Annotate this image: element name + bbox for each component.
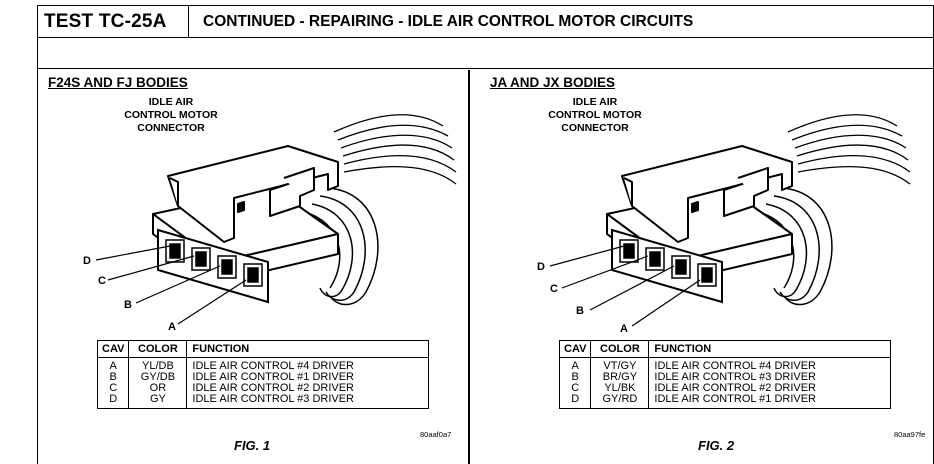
cell-color: YL/DB — [128, 357, 188, 372]
pin-cavities — [165, 239, 263, 287]
leader-lines — [95, 245, 247, 325]
pin-label-a: A — [168, 321, 176, 333]
cell-cav: C — [96, 383, 130, 394]
cell-cav: C — [558, 383, 592, 394]
header-spacer-band — [38, 39, 933, 69]
connector-drawing: D C B A — [83, 114, 457, 333]
connector-label-line: IDLE AIR — [148, 96, 194, 108]
cell-cav: B — [558, 372, 592, 383]
figure-label: FIG. 2 — [698, 438, 735, 453]
table-header-cav: CAV — [558, 340, 592, 358]
wire-loops — [303, 187, 379, 306]
cell-function: IDLE AIR CONTROL #3 DRIVER — [648, 372, 892, 383]
table-row: A YL/DB IDLE AIR CONTROL #4 DRIVER — [96, 357, 430, 372]
cell-cav: B — [96, 372, 130, 383]
cell-function: IDLE AIR CONTROL #2 DRIVER — [648, 383, 892, 394]
connector-label-line: CONNECTOR — [561, 122, 629, 134]
connector-latch — [621, 145, 793, 243]
connector-latch — [167, 145, 339, 243]
connector-label-line: CONTROL MOTOR — [548, 109, 642, 121]
pin-label-c: C — [98, 275, 106, 287]
cell-cav: A — [96, 357, 130, 372]
leader-lines — [549, 245, 701, 327]
panel-divider — [468, 70, 470, 464]
cell-function: IDLE AIR CONTROL #3 DRIVER — [186, 394, 430, 409]
pin-label-a: A — [620, 323, 628, 335]
procedure-frame: TEST TC-25A CONTINUED - REPAIRING - IDLE… — [37, 5, 934, 464]
cell-function: IDLE AIR CONTROL #4 DRIVER — [648, 357, 892, 372]
table-header-function: FUNCTION — [648, 340, 892, 358]
pin-label-c: C — [550, 283, 558, 295]
pin-labels: D C B A — [537, 261, 628, 335]
cell-cav: D — [558, 394, 592, 409]
test-id-box: TEST TC-25A — [38, 6, 189, 37]
table-row: A VT/GY IDLE AIR CONTROL #4 DRIVER — [558, 357, 892, 372]
table-row: B GY/DB IDLE AIR CONTROL #1 DRIVER — [96, 372, 430, 383]
connector-label: IDLE AIR CONTROL MOTOR CONNECTOR — [530, 96, 660, 135]
wire-bundle — [333, 114, 457, 185]
table-row: C OR IDLE AIR CONTROL #2 DRIVER — [96, 383, 430, 394]
connector-label: IDLE AIR CONTROL MOTOR CONNECTOR — [106, 96, 236, 135]
pin-label-d: D — [83, 255, 91, 267]
cell-color: GY — [128, 394, 188, 409]
table-header-function: FUNCTION — [186, 340, 430, 358]
connector-label-line: CONNECTOR — [137, 122, 205, 134]
pin-cavities — [619, 239, 717, 287]
table-header-color: COLOR — [590, 340, 650, 358]
pin-labels: D C B A — [83, 255, 176, 333]
cell-function: IDLE AIR CONTROL #1 DRIVER — [186, 372, 430, 383]
pin-label-b: B — [124, 299, 132, 311]
table-row: B BR/GY IDLE AIR CONTROL #3 DRIVER — [558, 372, 892, 383]
panel-f24s-fj: F24S AND FJ BODIES IDLE AIR CONTROL MOTO… — [38, 70, 468, 464]
connector-label-line: IDLE AIR — [572, 96, 618, 108]
header-title: CONTINUED - REPAIRING - IDLE AIR CONTROL… — [203, 13, 694, 30]
panel-title: JA AND JX BODIES — [490, 75, 616, 90]
table-header-color: COLOR — [128, 340, 188, 358]
figure-label: FIG. 1 — [234, 438, 271, 453]
cell-function: IDLE AIR CONTROL #4 DRIVER — [186, 357, 430, 372]
image-code: 80aa97fe — [894, 430, 926, 439]
panel-ja-jx: JA AND JX BODIES IDLE AIR CONTROL MOTOR … — [470, 70, 933, 464]
cavity-table: CAV COLOR FUNCTION A YL/DB IDLE AIR CONT… — [96, 340, 430, 409]
connector-label-line: CONTROL MOTOR — [124, 109, 218, 121]
image-code: 80aaf0a7 — [420, 430, 452, 439]
wire-bundle — [787, 114, 911, 185]
cell-cav: D — [96, 394, 130, 409]
table-row: D GY IDLE AIR CONTROL #3 DRIVER — [96, 394, 430, 409]
cell-color: VT/GY — [590, 357, 650, 372]
pin-label-b: B — [576, 305, 584, 317]
table-row: C YL/BK IDLE AIR CONTROL #2 DRIVER — [558, 383, 892, 394]
cell-color: GY/RD — [590, 394, 650, 409]
cavity-table: CAV COLOR FUNCTION A VT/GY IDLE AIR CONT… — [558, 340, 892, 409]
pin-label-d: D — [537, 261, 545, 273]
cell-cav: A — [558, 357, 592, 372]
cell-function: IDLE AIR CONTROL #1 DRIVER — [648, 394, 892, 409]
table-header-cav: CAV — [96, 340, 130, 358]
header-bar: TEST TC-25A CONTINUED - REPAIRING - IDLE… — [38, 6, 933, 38]
table-row: D GY/RD IDLE AIR CONTROL #1 DRIVER — [558, 394, 892, 409]
connector-drawing: D C B A — [537, 114, 911, 335]
panel-title: F24S AND FJ BODIES — [48, 75, 188, 90]
cell-function: IDLE AIR CONTROL #2 DRIVER — [186, 383, 430, 394]
